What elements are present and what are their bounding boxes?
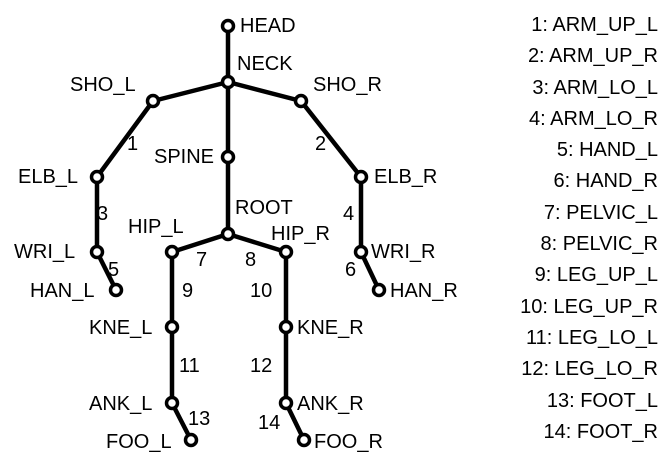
joint-elb-r-node — [353, 169, 369, 185]
label-elb-l: ELB_L — [18, 166, 78, 188]
joint-root-node — [220, 226, 236, 242]
joint-neck-node — [220, 74, 236, 90]
legend-item: 2: ARM_UP_R — [527, 45, 658, 68]
label-elb-r: ELB_R — [374, 166, 437, 188]
label-han-r: HAN_R — [390, 280, 458, 302]
legend-item: 3: ARM_LO_L — [532, 76, 658, 99]
bone-number-3: 3 — [97, 203, 108, 225]
joint-ank-l-node — [164, 395, 180, 411]
label-head: HEAD — [240, 15, 296, 37]
label-sho-l: SHO_L — [70, 74, 136, 96]
label-kne-l: KNE_L — [89, 317, 152, 339]
label-hip-r: HIP_R — [271, 223, 330, 245]
legend-item: 13: FOOT_L — [546, 389, 658, 412]
label-spine: SPINE — [154, 146, 214, 168]
joint-kne-r-node — [278, 319, 294, 335]
joint-sho-r-node — [293, 93, 309, 109]
legend-item: 6: HAND_R — [553, 170, 658, 193]
joint-spine-node — [220, 149, 236, 165]
legend-item: 1: ARM_UP_L — [531, 14, 658, 36]
label-foo-l: FOO_L — [106, 431, 172, 453]
bone-number-4: 4 — [343, 203, 354, 225]
bone-number-11: 11 — [179, 355, 200, 377]
joint-kne-l-node — [164, 319, 180, 335]
bone-number-13: 13 — [188, 408, 210, 430]
bone-pelvic-l — [169, 231, 231, 255]
joint-foo-l-node — [183, 432, 199, 448]
label-han-l: HAN_L — [30, 280, 94, 302]
legend-item: 11: LEG_LO_L — [526, 326, 658, 349]
label-wri-l: WRI_L — [14, 241, 75, 263]
label-foo-r: FOO_R — [314, 431, 383, 453]
joint-elb-l-node — [89, 169, 105, 185]
legend-item: 4: ARM_LO_R — [529, 107, 658, 130]
legend-item: 7: PELVIC_L — [543, 201, 658, 224]
joint-hip-l-node — [164, 244, 180, 260]
joint-han-r-node — [371, 282, 387, 298]
bone-number-8: 8 — [245, 249, 256, 271]
legend-item: 5: HAND_L — [556, 139, 658, 162]
label-kne-r: KNE_R — [297, 317, 364, 339]
label-root: ROOT — [235, 197, 293, 219]
bone-legend: 1: ARM_UP_L 2: ARM_UP_R 3: ARM_LO_L 4: A… — [476, 10, 658, 448]
bone-number-12: 12 — [250, 355, 272, 377]
label-wri-r: WRI_R — [371, 241, 435, 263]
legend-item: 8: PELVIC_R — [540, 233, 658, 256]
bone-arm-up-l — [94, 98, 156, 180]
joint-head-node — [220, 18, 236, 34]
bone-number-6: 6 — [345, 259, 356, 281]
bone-number-1: 1 — [127, 133, 138, 155]
bone-neck-sho-r — [225, 79, 304, 104]
label-ank-l: ANK_L — [89, 393, 152, 415]
joint-wri-r-node — [353, 244, 369, 260]
joint-ank-r-node — [278, 395, 294, 411]
joint-han-l-node — [108, 282, 124, 298]
bone-number-9: 9 — [182, 280, 193, 302]
joint-foo-r-node — [296, 432, 312, 448]
legend-item: 10: LEG_UP_R — [520, 295, 658, 318]
bone-pelvic-r — [225, 231, 289, 255]
joint-sho-l-node — [145, 93, 161, 109]
bone-number-5: 5 — [108, 259, 119, 281]
joint-hip-r-node — [278, 244, 294, 260]
label-ank-r: ANK_R — [297, 393, 364, 415]
bone-arm-up-r — [298, 98, 364, 180]
joint-wri-l-node — [89, 244, 105, 260]
bone-neck-sho-l — [150, 79, 231, 104]
bone-number-2: 2 — [315, 133, 326, 155]
bone-number-10: 10 — [250, 280, 272, 302]
label-sho-r: SHO_R — [313, 74, 382, 96]
bone-number-14: 14 — [258, 412, 280, 434]
label-neck: NECK — [237, 53, 293, 75]
legend-item: 14: FOOT_R — [543, 420, 658, 443]
legend-item: 9: LEG_UP_L — [534, 264, 658, 287]
label-hip-l: HIP_L — [128, 216, 184, 238]
bone-number-7: 7 — [196, 249, 207, 271]
legend-item: 12: LEG_LO_R — [521, 358, 658, 381]
